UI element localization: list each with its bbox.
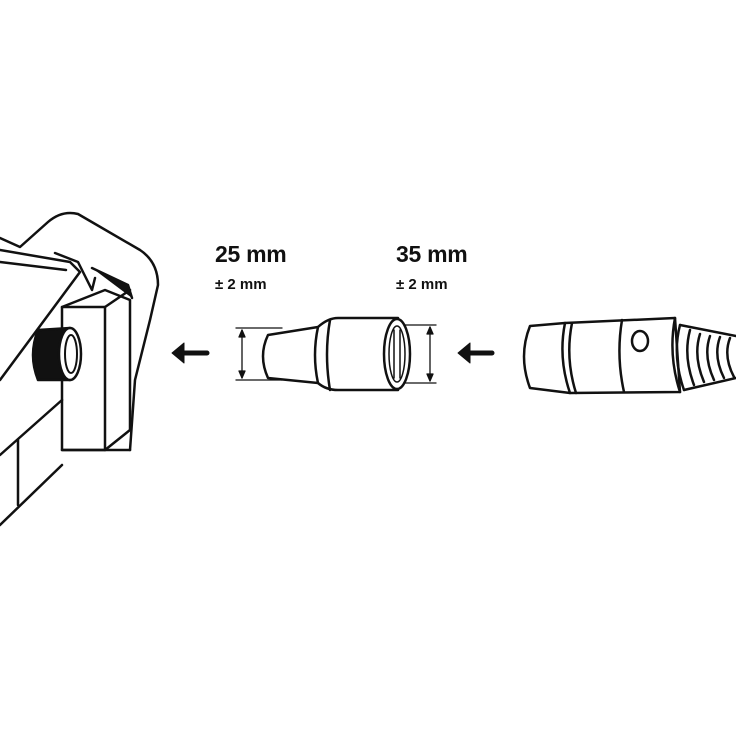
dimension-35mm-marker <box>404 324 437 384</box>
small-end-size-label: 25 mm <box>215 241 287 267</box>
outlet-port-icon <box>31 326 83 382</box>
adapter-icon <box>261 316 412 392</box>
small-end-tolerance-label: ± 2 mm <box>215 276 267 293</box>
large-end-tolerance-label: ± 2 mm <box>396 276 448 293</box>
vacuum-hose-icon <box>522 316 736 395</box>
arrow-left-icon <box>171 342 210 364</box>
dimension-25mm-marker <box>235 327 283 381</box>
large-end-size-label: 35 mm <box>396 241 468 267</box>
power-tool-icon <box>0 211 160 527</box>
arrow-left-icon <box>457 342 495 364</box>
